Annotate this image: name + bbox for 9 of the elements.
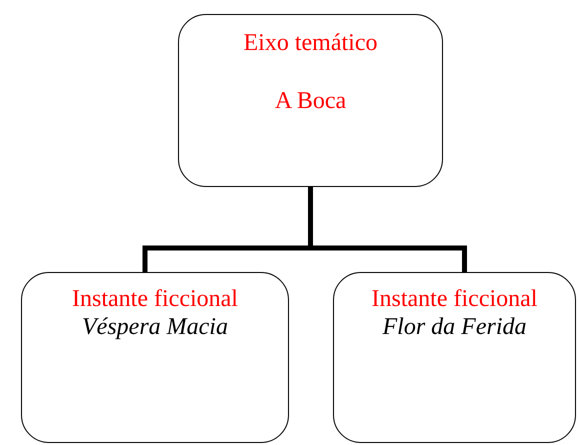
- heading-text: Instante ficcional: [72, 285, 238, 313]
- body-text: Véspera Macia: [81, 313, 229, 341]
- rounded-box: [21, 272, 289, 443]
- body-text: A Boca: [274, 87, 346, 115]
- body-text: Flor da Ferida: [381, 313, 528, 341]
- rounded-box: [178, 14, 443, 187]
- heading-text: Instante ficcional: [372, 285, 538, 313]
- heading-text: Eixo temático: [244, 29, 378, 57]
- rounded-box: [333, 272, 576, 443]
